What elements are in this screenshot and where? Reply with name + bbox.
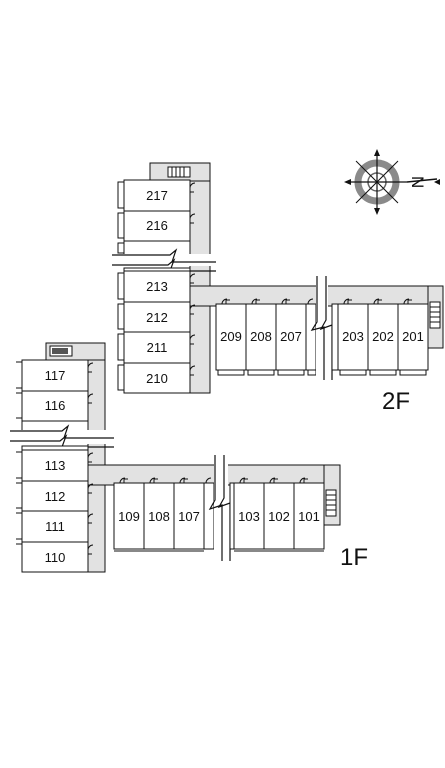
- room-111[interactable]: 111: [16, 510, 94, 543]
- room-number: 101: [298, 509, 320, 524]
- room-101[interactable]: 101: [293, 477, 325, 552]
- room-number: 209: [220, 329, 242, 344]
- room-stub-1f-right: [229, 482, 235, 550]
- room-number: 108: [148, 509, 170, 524]
- room-number: 210: [146, 371, 168, 386]
- room-113[interactable]: 113: [16, 449, 94, 482]
- room-stub-2f-left: [305, 298, 317, 376]
- room-stub-2f-right: [331, 303, 339, 371]
- room-number: 212: [146, 310, 168, 325]
- room-stub-2f-upper: [117, 240, 191, 256]
- room-number: 102: [268, 509, 290, 524]
- room-211[interactable]: 211: [117, 331, 196, 364]
- room-210[interactable]: 210: [117, 362, 196, 394]
- room-stub-1f-left: [203, 477, 215, 550]
- room-number: 110: [45, 550, 66, 565]
- room-number: 203: [342, 329, 364, 344]
- room-209[interactable]: 209: [215, 298, 247, 376]
- room-number: 216: [146, 218, 168, 233]
- room-number: 111: [45, 519, 65, 534]
- room-112[interactable]: 112: [16, 480, 94, 512]
- break-line-2f-vertical: [112, 248, 216, 272]
- floor-label-1f: 1F: [340, 544, 368, 571]
- room-stub-1f-upper: [21, 420, 89, 432]
- room-216[interactable]: 216: [117, 210, 196, 242]
- room-number: 103: [238, 509, 260, 524]
- floor-2f: 217 216 213: [112, 162, 444, 415]
- stairs-2f-right: [429, 301, 441, 329]
- room-number: 107: [178, 509, 200, 524]
- stairs-1f-top: [49, 345, 73, 357]
- room-117[interactable]: 117: [16, 359, 94, 392]
- corridor-1f-vertical: [87, 342, 106, 573]
- room-number: 201: [402, 329, 424, 344]
- floor-label-2f: 2F: [382, 388, 410, 415]
- room-number: 208: [250, 329, 272, 344]
- compass-icon: N: [344, 149, 440, 215]
- room-103[interactable]: 103: [233, 477, 265, 552]
- room-217[interactable]: 217: [117, 179, 196, 212]
- room-102[interactable]: 102: [263, 477, 295, 552]
- compass-north-letter: N: [408, 176, 427, 188]
- room-number: 213: [146, 279, 168, 294]
- room-number: 217: [146, 188, 168, 203]
- room-number: 207: [280, 329, 302, 344]
- room-213[interactable]: 213: [117, 270, 196, 303]
- room-203[interactable]: 203: [337, 298, 369, 376]
- room-number: 116: [45, 398, 66, 413]
- room-number: 117: [45, 368, 66, 383]
- room-202[interactable]: 202: [367, 298, 399, 376]
- room-116[interactable]: 116: [16, 390, 94, 422]
- room-110[interactable]: 110: [16, 541, 94, 573]
- room-207[interactable]: 207: [275, 298, 307, 376]
- stairs-1f-right: [325, 489, 337, 517]
- room-stub-1f-lower: [21, 445, 89, 451]
- room-number: 202: [372, 329, 394, 344]
- room-number: 112: [45, 489, 66, 504]
- room-109[interactable]: 109: [113, 477, 145, 552]
- room-number: 109: [118, 509, 140, 524]
- stairs-2f-top: [167, 166, 191, 178]
- room-212[interactable]: 212: [117, 301, 196, 333]
- room-107[interactable]: 107: [173, 477, 205, 552]
- floor-1f: 117 116 113 112: [10, 342, 368, 573]
- corridor-2f-vertical: [189, 162, 211, 394]
- room-number: 211: [147, 340, 168, 355]
- room-108[interactable]: 108: [143, 477, 175, 552]
- room-201[interactable]: 201: [397, 298, 429, 376]
- room-number: 113: [45, 458, 66, 473]
- room-208[interactable]: 208: [245, 298, 277, 376]
